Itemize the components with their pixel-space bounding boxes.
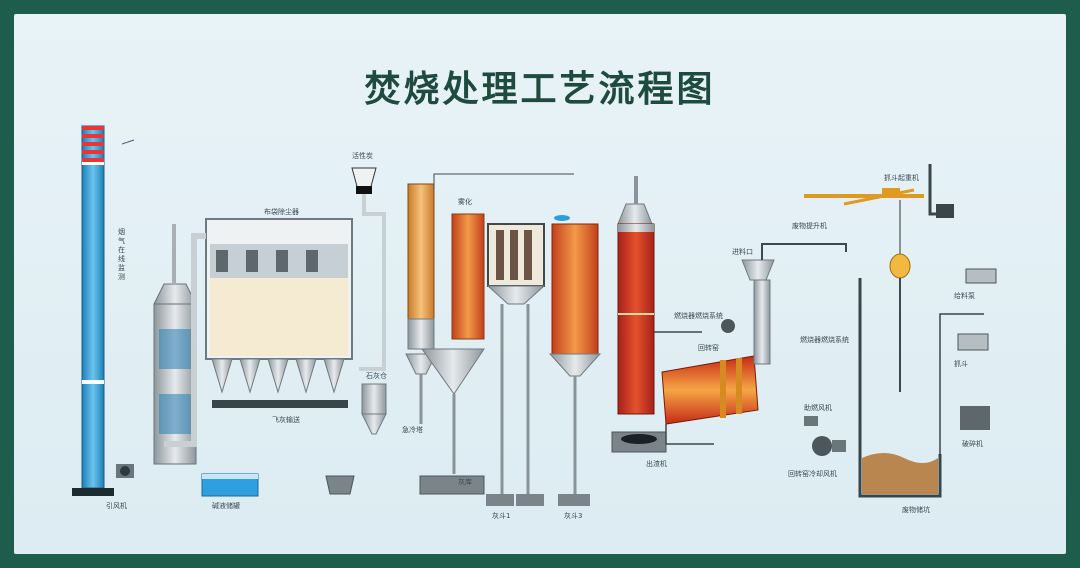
carbon-label: 活性炭 xyxy=(352,151,373,160)
waste-pit-label: 废物储坑 xyxy=(902,505,930,514)
shredder-label: 破碎机 xyxy=(962,439,983,448)
ash-hopper-label: 出渣机 xyxy=(646,459,667,468)
crane xyxy=(804,188,924,392)
lift-line xyxy=(761,243,847,260)
slag-pit-label: 灰库 xyxy=(458,477,472,486)
feed-hopper xyxy=(741,259,775,365)
pipe-bottom xyxy=(665,424,714,445)
diagram-frame: 焚烧处理工艺流程图 xyxy=(14,14,1066,554)
page-title: 焚烧处理工艺流程图 xyxy=(364,69,716,110)
red-tower xyxy=(611,176,667,453)
duct-1 xyxy=(164,233,206,447)
secondary-chamber xyxy=(548,215,602,506)
ash-bin-1 xyxy=(325,475,355,495)
carbon-hopper xyxy=(351,167,377,194)
scrubber-tower xyxy=(153,224,197,465)
burner2-label: 燃烧器燃烧系统 xyxy=(800,335,849,344)
duct-2 xyxy=(359,194,386,371)
chimney xyxy=(72,125,135,496)
quench-tower-label: 急冷塔 xyxy=(402,425,423,434)
combustion-fan-label: 助燃风机 xyxy=(804,403,832,412)
waste-pit xyxy=(858,164,954,498)
bag-filter-label: 布袋除尘器 xyxy=(264,207,299,216)
quench-tower xyxy=(405,183,437,424)
grab-label: 抓斗 xyxy=(954,359,968,368)
cooling-fan-unit xyxy=(812,436,846,456)
reactor xyxy=(486,223,546,506)
chimney-desc-label: 烟气在线监测 xyxy=(118,227,125,281)
shredder-unit xyxy=(957,268,997,430)
pipe-top-1 xyxy=(433,173,574,190)
alkali-tank xyxy=(201,473,259,497)
combustion-fan-unit xyxy=(804,416,818,426)
induced-fan xyxy=(116,464,134,478)
lime-silo xyxy=(361,383,387,435)
conveyor-label: 废物提升机 xyxy=(792,221,827,230)
secondary-bins-label: 灰斗3 xyxy=(564,511,582,520)
rotary-kiln xyxy=(661,355,759,425)
feed-pump-label: 给料泵 xyxy=(954,291,975,300)
cyclone xyxy=(419,213,485,495)
process-diagram: 烟气在线监测 引风机 碱液储罐 xyxy=(72,125,997,520)
crane-label: 抓斗起重机 xyxy=(884,173,919,182)
induced-fan-label: 引风机 xyxy=(106,501,127,510)
fly-ash-label: 飞灰输送 xyxy=(272,415,300,424)
sprayer-label: 雾化 xyxy=(458,197,472,206)
feeding-label: 进料口 xyxy=(732,247,753,256)
reactor-bins-label: 灰斗1 xyxy=(492,511,510,520)
burner-fan xyxy=(721,319,735,333)
pipe-right xyxy=(939,313,984,454)
rotary-kiln-label: 回转窑 xyxy=(698,343,719,352)
bag-filter xyxy=(205,218,353,408)
alkali-tank-label: 碱液储罐 xyxy=(212,501,240,510)
cooling-fan-label: 回转窑冷却风机 xyxy=(788,469,837,478)
lime-silo-label: 石灰仓 xyxy=(366,371,387,380)
burner-label: 燃烧器燃烧系统 xyxy=(674,311,723,320)
